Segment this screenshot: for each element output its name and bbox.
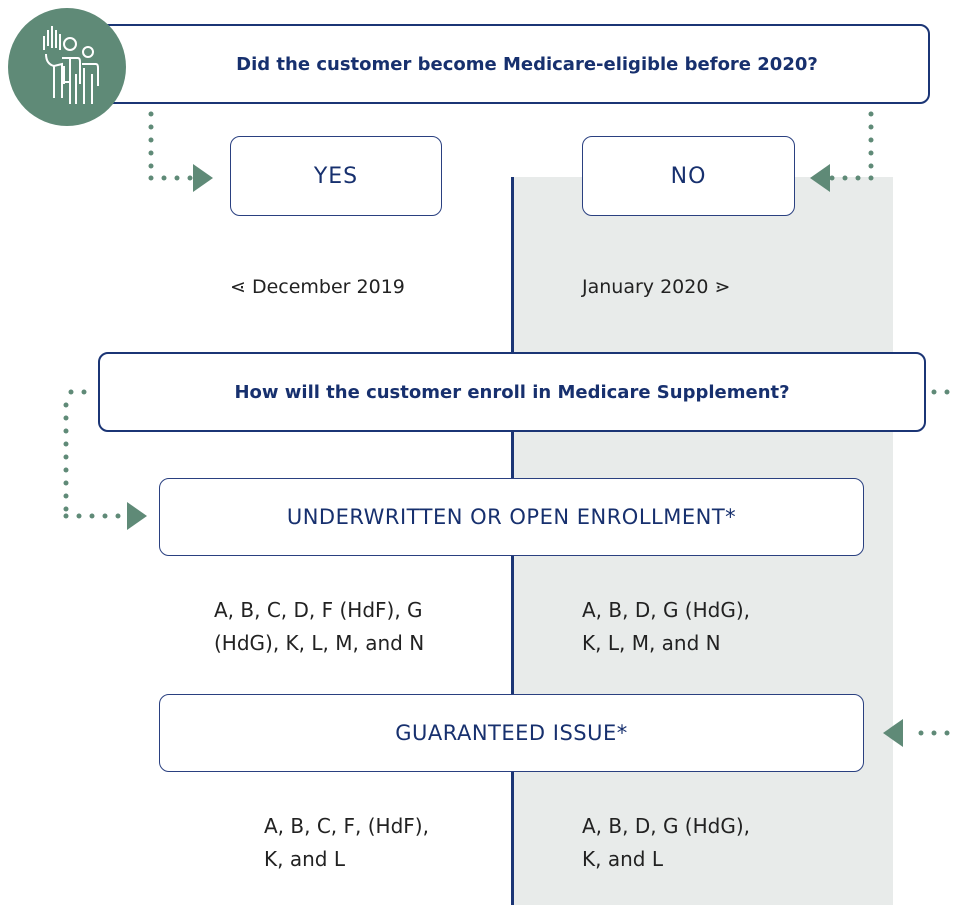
plan-line: A, B, C, D, F (HdF), G: [214, 598, 423, 622]
arrow-left-icon: [810, 164, 830, 192]
guaranteed-issue-box: GUARANTEED ISSUE*: [159, 694, 864, 772]
underwritten-plans-left: A, B, C, D, F (HdF), G (HdG), K, L, M, a…: [214, 594, 424, 660]
no-box: NO: [582, 136, 795, 216]
people-raising-hand-icon: [8, 8, 126, 126]
question-2-box: How will the customer enroll in Medicare…: [98, 352, 926, 432]
date-right: January 2020 ⋗: [582, 276, 731, 298]
plan-line: K, L, M, and N: [582, 631, 721, 655]
plan-line: K, and L: [582, 847, 663, 871]
question-1-text: Did the customer become Medicare-eligibl…: [236, 53, 818, 75]
yes-box: YES: [230, 136, 442, 216]
arrow-right-icon: [193, 164, 213, 192]
date-left: ⋖ December 2019: [230, 276, 405, 298]
plan-line: A, B, C, F, (HdF),: [264, 814, 429, 838]
plan-line: (HdG), K, L, M, and N: [214, 631, 425, 655]
guaranteed-plans-left: A, B, C, F, (HdF), K, and L: [264, 810, 429, 876]
yes-label: YES: [313, 163, 359, 189]
plan-line: K, and L: [264, 847, 345, 871]
plan-line: A, B, D, G (HdG),: [582, 814, 750, 838]
no-label: NO: [670, 163, 707, 189]
guaranteed-plans-right: A, B, D, G (HdG), K, and L: [582, 810, 750, 876]
underwritten-plans-right: A, B, D, G (HdG), K, L, M, and N: [582, 594, 750, 660]
plan-line: A, B, D, G (HdG),: [582, 598, 750, 622]
guaranteed-issue-label: GUARANTEED ISSUE*: [395, 721, 628, 745]
underwritten-label: UNDERWRITTEN OR OPEN ENROLLMENT*: [286, 505, 737, 529]
question-1-box: Did the customer become Medicare-eligibl…: [84, 24, 930, 104]
underwritten-box: UNDERWRITTEN OR OPEN ENROLLMENT*: [159, 478, 864, 556]
question-2-text: How will the customer enroll in Medicare…: [234, 381, 790, 403]
arrow-right-icon: [127, 502, 147, 530]
arrow-left-icon: [883, 719, 903, 747]
